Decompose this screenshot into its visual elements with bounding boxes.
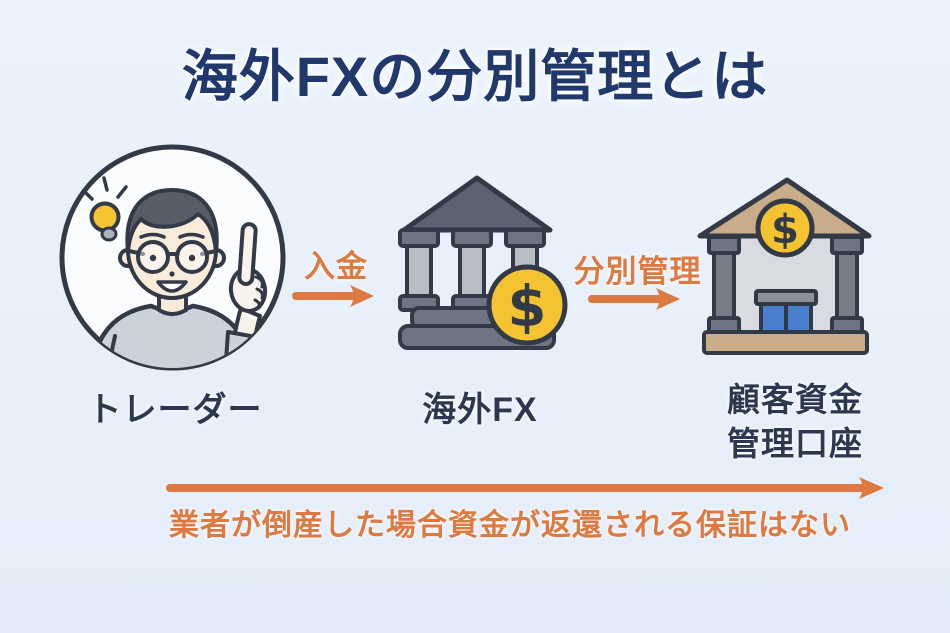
bank-columns — [707, 235, 864, 334]
svg-text:$: $ — [771, 207, 799, 253]
segregation-label: 分別管理 — [573, 254, 702, 289]
custody-label-line2: 管理口座 — [727, 425, 863, 462]
deposit-arrow-right-icon — [292, 285, 374, 307]
segregation-arrow-right-icon — [588, 288, 680, 310]
bank-custody-icon: $ — [697, 177, 872, 355]
broker-label: 海外FX — [422, 391, 538, 429]
trader-idea-icon — [59, 144, 286, 371]
bank-door — [754, 289, 818, 334]
caption-text: 業者が倒産した場合資金が返還される保証はない — [169, 509, 851, 542]
deposit-label: 入金 — [304, 249, 368, 284]
custody-label: 顧客資金 管理口座 — [700, 378, 890, 466]
bank-broker-icon: $ — [398, 175, 568, 350]
lightbulb-icon — [81, 176, 128, 242]
svg-text:$: $ — [508, 275, 547, 340]
dollar-coin-icon: $ — [486, 264, 568, 346]
bank-pediment — [401, 175, 553, 233]
page-title: 海外FXの分別管理とは — [181, 45, 769, 108]
trader-hair — [125, 188, 219, 254]
dollar-coin-icon: $ — [755, 198, 815, 258]
bank-base — [702, 330, 869, 355]
long-arrow-right-icon — [166, 477, 884, 499]
trader-label: トレーダー — [87, 391, 263, 429]
custody-label-line1: 顧客資金 — [727, 381, 863, 418]
